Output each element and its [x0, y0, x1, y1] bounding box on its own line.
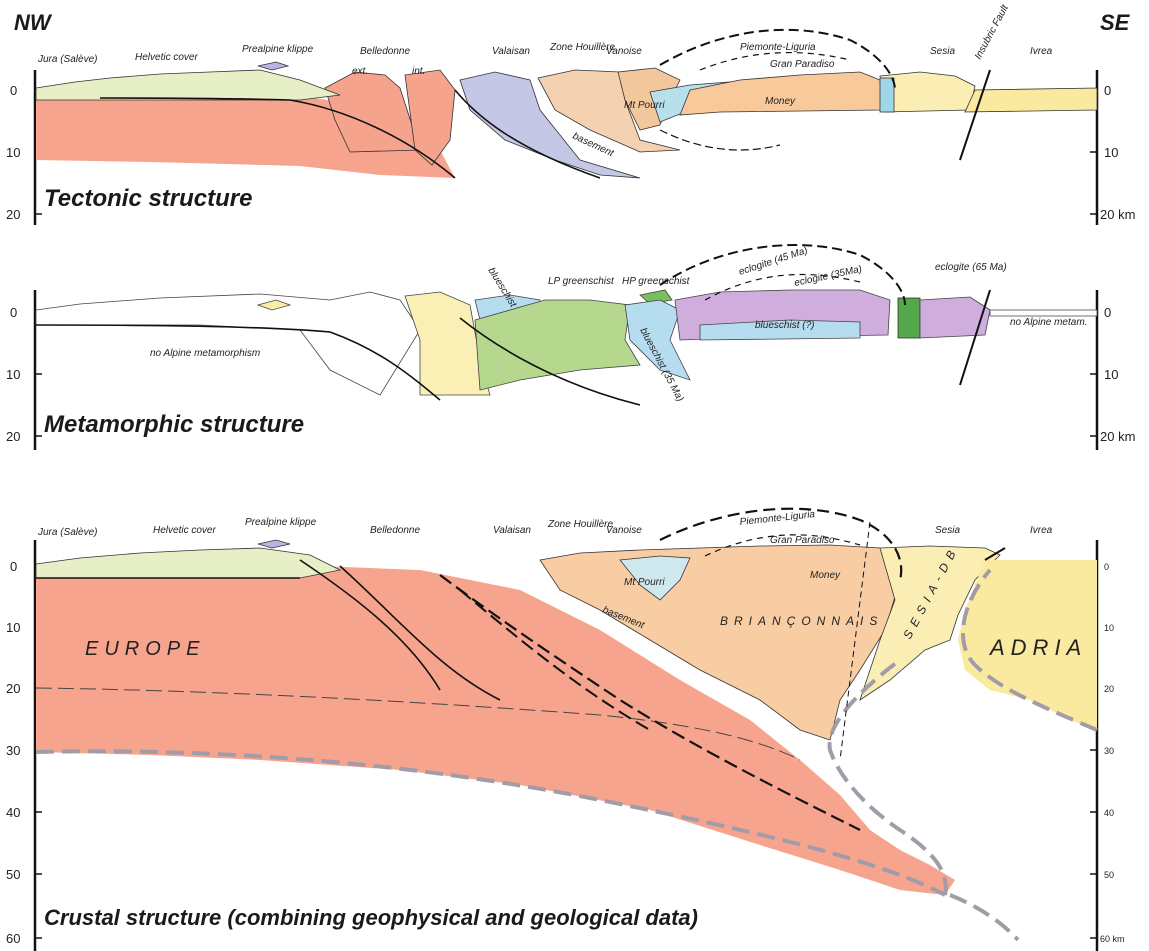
p2-label-bsq: blueschist (?) [755, 320, 814, 331]
p2-no-alpine [990, 310, 1097, 316]
p3-label-valaisan: Valaisan [493, 525, 531, 536]
p2-eclogite-65 [920, 297, 990, 338]
p3-label-brianconnais: BRIANÇONNAIS [720, 614, 883, 628]
p1-label-money: Money [765, 96, 796, 107]
p3-label-adria: ADRIA [988, 635, 1087, 660]
p1-label-mtpourri: Mt Pourri [624, 100, 665, 111]
p2-label-noalp: no Alpine metam. [1010, 317, 1087, 328]
p1-label-int: int. [412, 66, 425, 77]
p1-prealpine-klippe [258, 62, 288, 70]
p2-label-lp: LP greenschist [548, 276, 615, 287]
p3-label-helvetic: Helvetic cover [153, 525, 216, 536]
p2-label-ecl35: eclogite (35Ma) [793, 264, 863, 289]
p2-green-strip [898, 298, 920, 338]
p2-tick-0: 0 [10, 305, 17, 320]
p3-prealpine-klippe [258, 540, 290, 548]
p3-rtick-30: 30 [1104, 746, 1114, 756]
p1-piemonte-strip [880, 78, 894, 112]
panel-metamorphic: 0 10 20 0 10 20 km no Alpine [6, 245, 1135, 450]
p1-basement-fold [660, 130, 780, 150]
p3-title: Crustal structure (combining geophysical… [44, 905, 698, 930]
p2-tick-20: 20 [6, 429, 20, 444]
p3-moho-deep [950, 895, 1018, 940]
p1-label-jura: Jura (Salève) [37, 54, 97, 65]
p1-tick-20: 20 [6, 207, 20, 222]
p3-rtick-40: 40 [1104, 808, 1114, 818]
p3-tick-10: 10 [6, 620, 20, 635]
p3-label-vanoise: Vanoise [606, 525, 642, 536]
p2-tick-10: 10 [6, 367, 20, 382]
p3-rtick-50: 50 [1104, 870, 1114, 880]
p3-label-belledonne: Belledonne [370, 525, 420, 536]
p1-label-helvetic: Helvetic cover [135, 52, 198, 63]
p1-label-insubric: Insubric Fault [973, 2, 1011, 61]
p2-title: Metamorphic structure [44, 411, 304, 438]
p1-ivrea [965, 88, 1097, 112]
nw-label: NW [14, 10, 53, 35]
p3-tick-0: 0 [10, 559, 17, 574]
p2-label-hp: HP greenschist [622, 276, 691, 287]
p3-label-prealpine: Prealpine klippe [245, 517, 317, 528]
p3-label-jura: Jura (Salève) [37, 527, 97, 538]
p3-rtick-0: 0 [1104, 562, 1109, 572]
p1-label-prealpine: Prealpine klippe [242, 44, 314, 55]
p1-label-granparadiso: Gran Paradiso [770, 59, 835, 70]
p3-label-mtpourri: Mt Pourri [624, 577, 665, 588]
p2-rtick-0: 0 [1104, 305, 1111, 320]
p1-label-ext: ext. [352, 66, 368, 77]
p1-tick-0: 0 [10, 83, 17, 98]
p2-unmetamorphosed [36, 292, 420, 395]
p3-tick-20: 20 [6, 681, 20, 696]
p3-label-ivrea: Ivrea [1030, 525, 1053, 536]
p3-label-europe: EUROPE [85, 638, 205, 660]
p1-rtick-0: 0 [1104, 83, 1111, 98]
p2-rtick-10: 10 [1104, 367, 1118, 382]
p1-label-sesia: Sesia [930, 46, 955, 57]
p2-label-ecl65: eclogite (65 Ma) [935, 262, 1007, 273]
p1-tick-10: 10 [6, 145, 20, 160]
p3-label-houillere: Zone Houillère [547, 519, 613, 530]
panel-tectonic: 0 10 20 0 10 20 km [6, 2, 1135, 225]
p2-label-none: no Alpine metamorphism [150, 348, 260, 359]
p3-tick-40: 40 [6, 805, 20, 820]
p1-rtick-20: 20 km [1100, 207, 1135, 222]
p1-title: Tectonic structure [44, 185, 253, 212]
p1-label-ivrea: Ivrea [1030, 46, 1053, 57]
panel-crustal: 0 10 20 30 40 50 60 0 10 20 30 40 50 60 … [6, 509, 1125, 951]
p3-tick-60: 60 [6, 931, 20, 946]
p1-label-valaisan: Valaisan [492, 46, 530, 57]
p3-label-granparadiso: Gran Paradiso [770, 535, 835, 546]
p3-rtick-60: 60 km [1100, 934, 1125, 944]
p3-tick-30: 30 [6, 743, 20, 758]
p3-helvetic-cover [36, 548, 340, 578]
p1-label-piemonte: Piemonte-Liguria [740, 42, 816, 53]
p1-gran-paradiso [680, 72, 882, 115]
p1-rtick-10: 10 [1104, 145, 1118, 160]
p3-label-sesia: Sesia [935, 525, 960, 536]
p3-label-money: Money [810, 570, 841, 581]
p2-rtick-20: 20 km [1100, 429, 1135, 444]
p3-rtick-20: 20 [1104, 684, 1114, 694]
p1-label-vanoise: Vanoise [606, 46, 642, 57]
p3-tick-50: 50 [6, 867, 20, 882]
p1-label-belledonne: Belledonne [360, 46, 410, 57]
p3-rtick-10: 10 [1104, 623, 1114, 633]
se-label: SE [1100, 10, 1131, 35]
p1-helvetic-cover [36, 70, 340, 100]
